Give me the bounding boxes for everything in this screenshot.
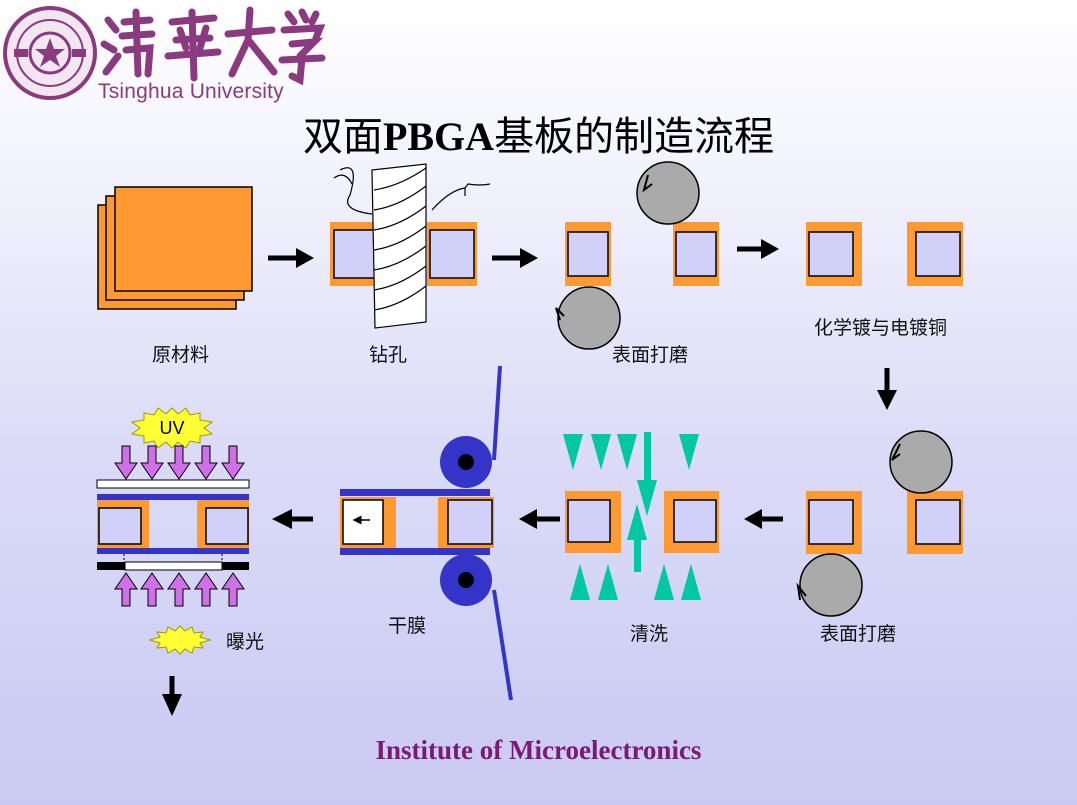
- flow-arrow-3: [737, 239, 779, 259]
- label-plating: 化学镀与电镀铜: [814, 317, 948, 339]
- footer-institute: Institute of Microelectronics: [375, 735, 702, 765]
- flow-arrow-down: [877, 368, 897, 410]
- uv-arrows-bottom: [114, 572, 245, 607]
- label-surface-grinding-2: 表面打磨: [820, 623, 897, 645]
- tsinghua-emblem-icon: [3, 6, 97, 100]
- label-cleaning: 清洗: [630, 623, 669, 645]
- label-drilling: 钻孔: [369, 344, 408, 366]
- label-surface-grinding-1: 表面打磨: [612, 344, 689, 366]
- page-title: 双面PBGA基板的制造流程: [0, 104, 1077, 162]
- title-suffix: 基板的制造流程: [494, 114, 775, 160]
- cleaning-spray-arrows: [563, 432, 701, 600]
- uv-star-icon: UV: [130, 407, 214, 449]
- flow-arrow-5: [519, 509, 560, 529]
- exposure-stack: [96, 479, 250, 571]
- title-prefix: 双面: [302, 114, 383, 160]
- calligraphy-icon: [100, 6, 326, 86]
- university-name: Tsinghua University: [98, 80, 284, 103]
- uv-arrows-top: [114, 445, 245, 480]
- cleaned-board: [565, 491, 719, 553]
- flow-arrow-1: [268, 248, 314, 268]
- label-exposure: 曝光: [226, 631, 265, 653]
- uv-star-icon-small: [148, 625, 212, 655]
- flow-arrow-down-2: [162, 676, 182, 716]
- ground-board-2: [806, 491, 963, 554]
- roller-icon: [440, 436, 492, 606]
- grinding-wheel-icon-2: [796, 430, 953, 617]
- flow-arrow-4: [744, 509, 783, 529]
- grinding-wheel-icon: [555, 161, 700, 350]
- uv-label: UV: [159, 418, 184, 438]
- drill-bit-icon: [333, 163, 491, 329]
- ground-board-1: [565, 222, 719, 286]
- label-raw-material: 原材料: [152, 344, 210, 366]
- raw-material-sheets: [97, 186, 253, 310]
- dry-film-laminator: [340, 365, 513, 701]
- flow-arrow-2: [492, 248, 538, 268]
- flow-arrow-6: [272, 509, 313, 529]
- title-latin: PBGA: [382, 114, 495, 159]
- plated-board: [806, 222, 963, 286]
- label-dry-film: 干膜: [388, 615, 427, 637]
- drilled-board: [330, 222, 477, 286]
- university-logo: Tsinghua University: [0, 0, 330, 110]
